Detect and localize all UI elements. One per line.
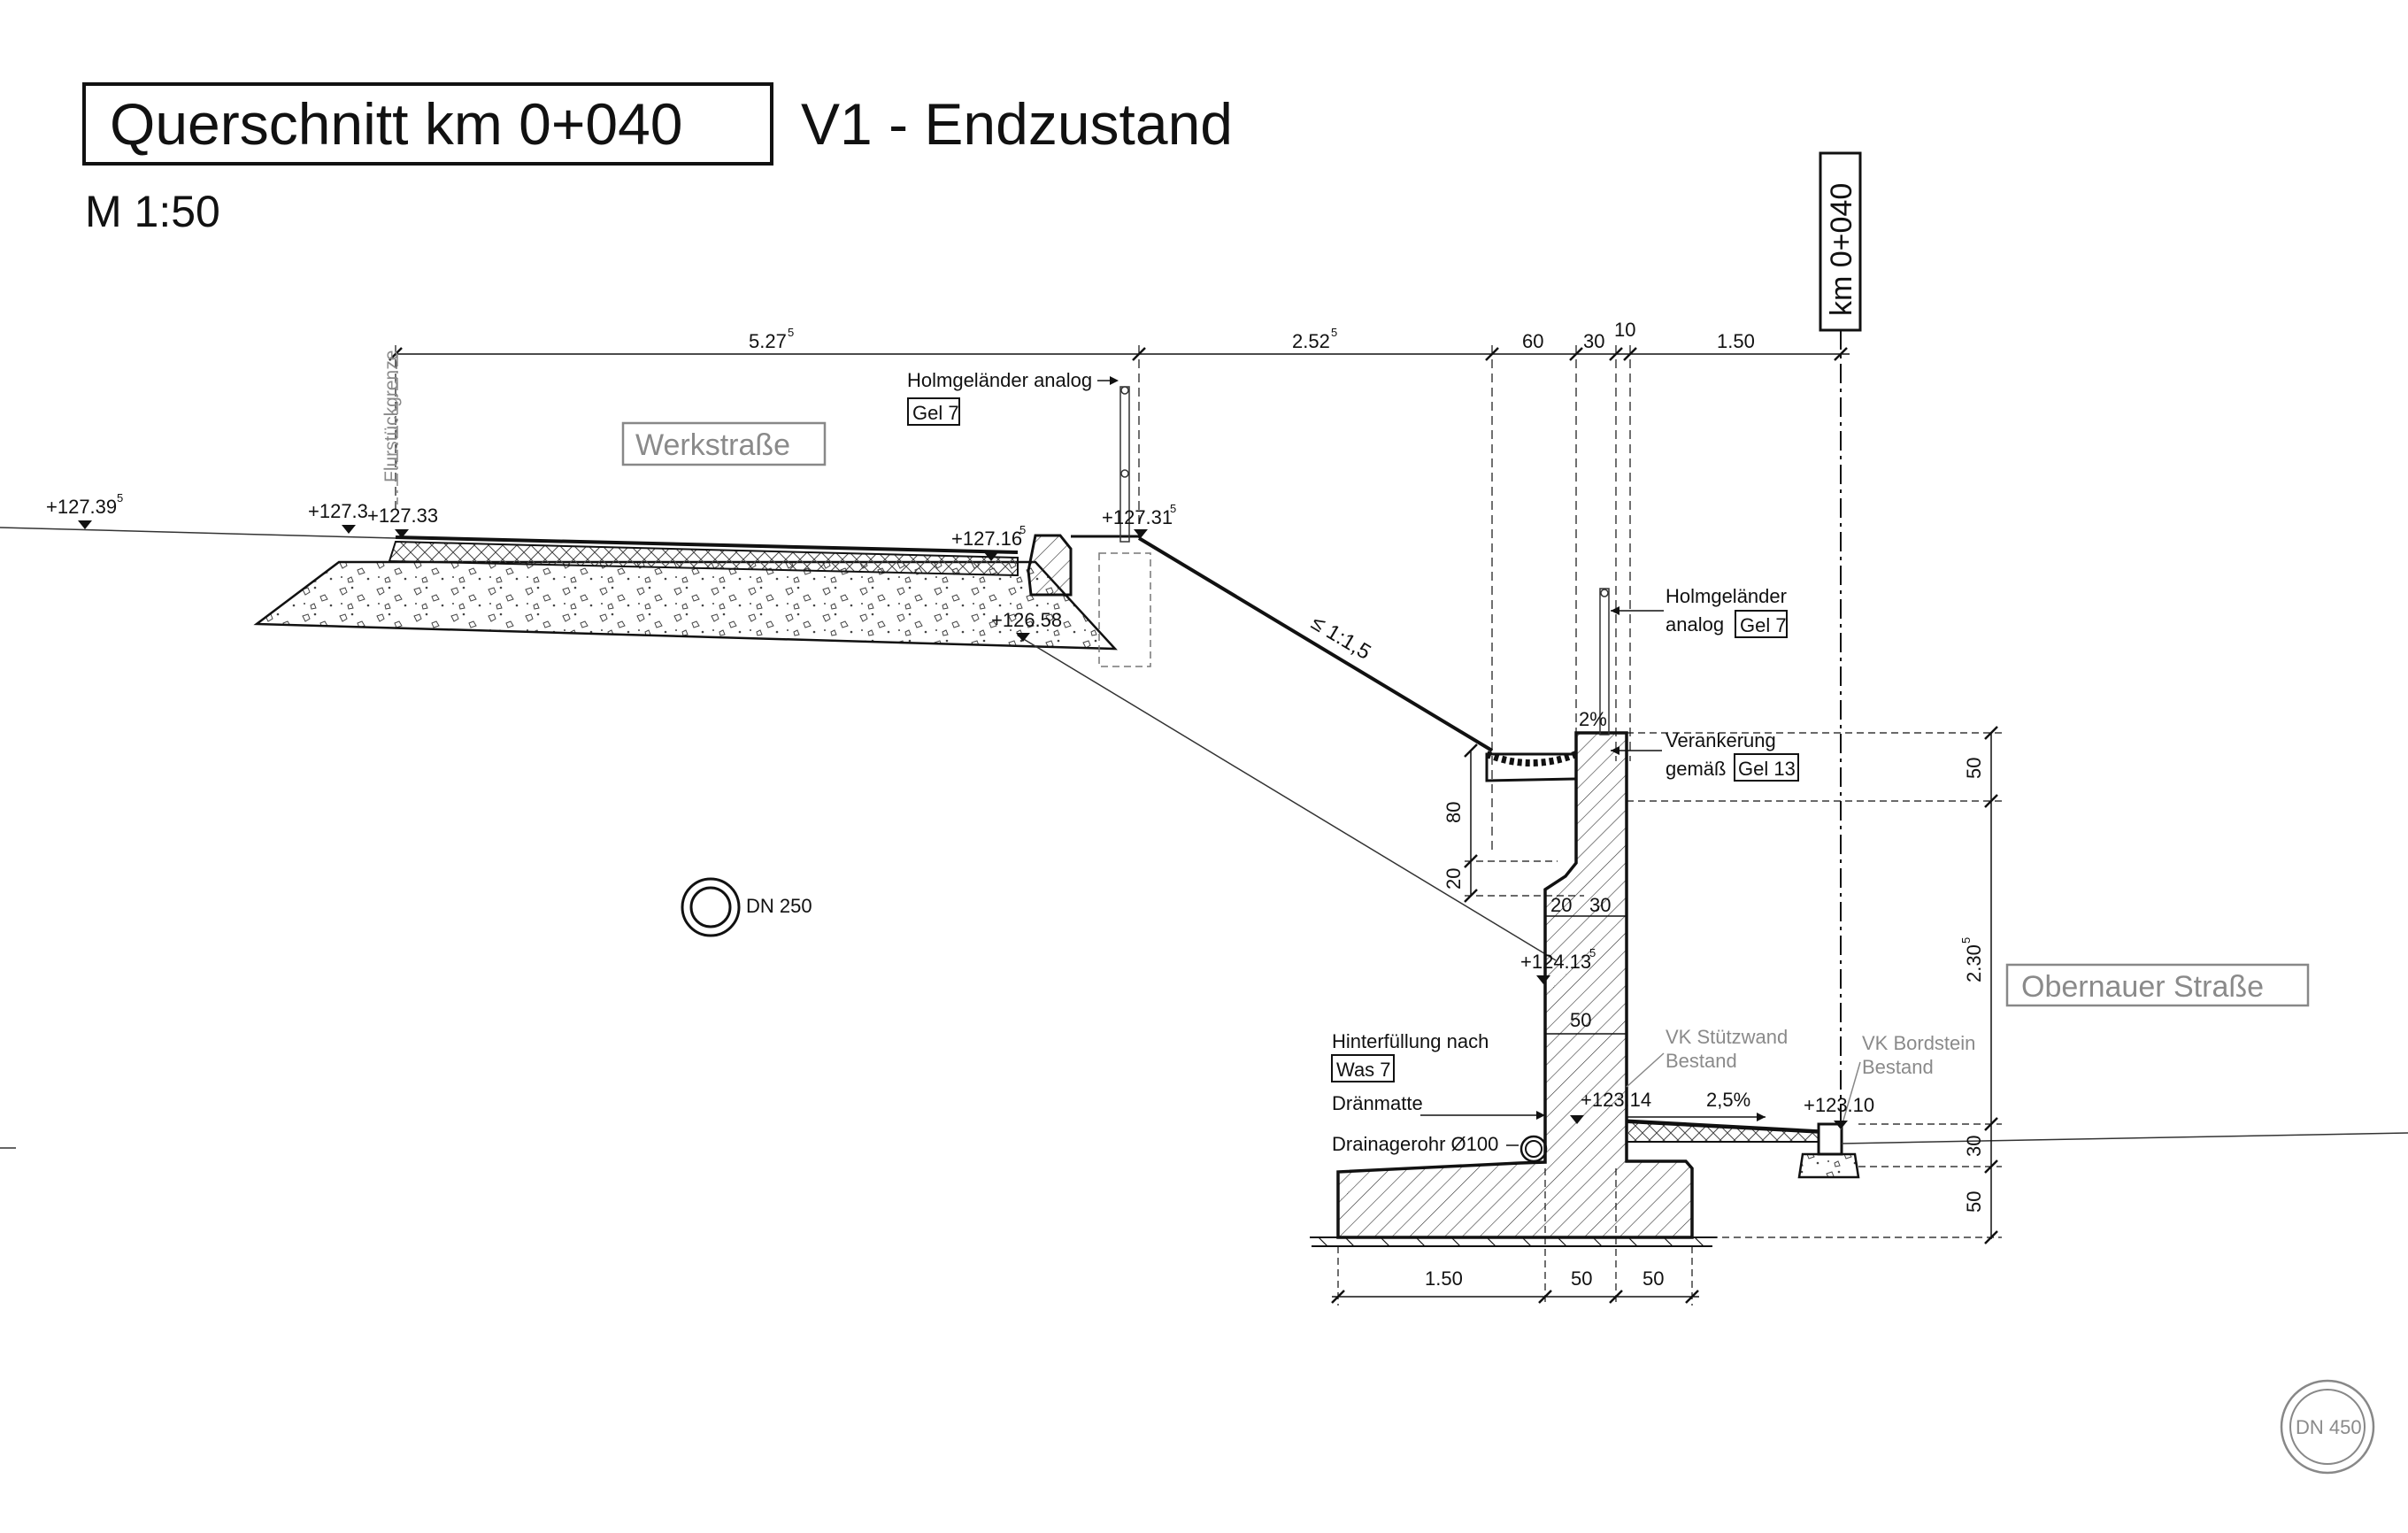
backfill-label: Hinterfüllung nach	[1332, 1030, 1489, 1052]
level-1-sup: 5	[117, 491, 123, 505]
wall-dimensions: 80 20 20 30 50	[1442, 743, 1627, 1035]
level-1: +127.39	[46, 496, 117, 518]
dim-right-3: 30	[1963, 1136, 1985, 1157]
level-3: +127.33	[367, 505, 438, 527]
pipe-dn450-label: DN 450	[2296, 1416, 2362, 1438]
vk-wall-label-1: VK Stützwand	[1666, 1026, 1788, 1048]
asphalt-layer	[388, 540, 1019, 577]
curb-stone-left	[1027, 534, 1073, 597]
dim-top-6: 1.50	[1717, 330, 1755, 352]
slope-line	[1137, 536, 1494, 752]
level-4-sup: 5	[1019, 523, 1026, 536]
excavation-line	[1017, 635, 1557, 961]
railing-wall-ref: Gel 7	[1740, 614, 1787, 636]
vk-annotations: VK Stützwand Bestand VK Bordstein Bestan…	[1626, 1026, 1975, 1130]
level-4: +127.16	[951, 528, 1022, 550]
wall-annotations: Hinterfüllung nach Was 7 Dränmatte Drain…	[1331, 1030, 1545, 1155]
obernauer-road: 2,5%	[0, 1089, 2408, 1179]
terrain-line-right	[1841, 1132, 2408, 1144]
embankment-slope: ≤ 1:1,5	[1017, 536, 1557, 961]
anchorage-ref: Gel 13	[1738, 758, 1796, 780]
pipe-dn450: DN 450	[2280, 1379, 2375, 1475]
vk-curb-label-2: Bestand	[1862, 1056, 1934, 1078]
level-markers: +127.39 5 +127.3 +127.33 +127.16 5 +127.…	[46, 491, 1874, 1129]
dim-top-1: 5.27	[749, 330, 787, 352]
dim-wall-w50: 50	[1570, 1009, 1591, 1031]
level-7: +124.13	[1520, 951, 1591, 973]
dim-bottom-3: 50	[1643, 1267, 1664, 1290]
variant-title: V1 - Endzustand	[801, 91, 1233, 157]
dim-wall-w20: 20	[1550, 894, 1572, 916]
level-6: +126.58	[991, 609, 1062, 631]
top-dimension-chain: 5.27 5 2.52 5 60 30 10 1.50	[389, 319, 1850, 850]
title-box	[82, 82, 773, 166]
anchorage-annotation: Verankerung gemäß Gel 13	[1611, 729, 1799, 782]
bottom-dimension-chain: 1.50 50 50	[1331, 1168, 1699, 1306]
slope-label: ≤ 1:1,5	[1307, 611, 1375, 665]
level-8: +123.14	[1581, 1089, 1651, 1111]
level-9: +123.10	[1804, 1094, 1874, 1116]
dim-right-4: 50	[1963, 1191, 1985, 1213]
dim-right-2: 2.30	[1963, 944, 1985, 982]
backfill-ref: Was 7	[1336, 1059, 1391, 1081]
dim-bottom-1: 1.50	[1425, 1267, 1463, 1290]
dim-wall-w30: 30	[1589, 894, 1611, 916]
level-7-sup: 5	[1589, 946, 1596, 959]
railing-top-label: Holmgeländer analog	[907, 369, 1092, 391]
station-label: km 0+040	[1825, 183, 1858, 316]
dim-wall-80: 80	[1442, 802, 1465, 823]
drain-pipe-label: Drainagerohr Ø100	[1332, 1133, 1498, 1155]
road-surface-line	[395, 535, 1019, 554]
drainage-mat-label: Dränmatte	[1332, 1092, 1423, 1114]
dim-wall-20: 20	[1442, 868, 1465, 890]
railing-top: Holmgeländer analog Gel 7	[907, 369, 1130, 543]
gutter-channel	[1485, 752, 1578, 782]
level-5-sup: 5	[1170, 502, 1176, 515]
terrain-line-left	[0, 527, 396, 539]
railing-wall-label-1: Holmgeländer	[1666, 585, 1787, 607]
dim-top-1-sup: 5	[788, 326, 794, 339]
dim-top-4: 30	[1583, 330, 1604, 352]
werkstrasse-label-box: Werkstraße	[621, 421, 827, 466]
level-5: +127.31	[1102, 506, 1173, 528]
werkstrasse-road-body	[0, 527, 1151, 667]
title-block: Querschnitt km 0+040 V1 - Endzustand M 1…	[82, 82, 1233, 236]
drain-pipe	[1519, 1135, 1548, 1163]
parcel-boundary-label: Flurstückgrenze	[381, 351, 402, 482]
railing-wall-label-2: analog	[1666, 613, 1724, 636]
slope-2-label: 2%	[1579, 708, 1607, 730]
dim-top-5: 10	[1614, 319, 1635, 341]
anchorage-label-2: gemäß	[1666, 758, 1726, 780]
retaining-wall	[1310, 731, 1717, 1247]
railing-foundation	[1098, 552, 1151, 667]
railing-top-ref: Gel 7	[912, 402, 959, 424]
railing-wall: Holmgeländer analog Gel 7 2%	[1579, 585, 1788, 736]
curb-foundation	[1797, 1152, 1860, 1179]
scale-label: M 1:50	[85, 187, 220, 236]
obernauer-label: Obernauer Straße	[2021, 970, 2264, 1004]
parcel-boundary: Flurstückgrenze	[381, 351, 402, 505]
vk-curb-label-1: VK Bordstein	[1862, 1032, 1975, 1054]
curb-stone-right	[1817, 1122, 1843, 1156]
wall-body	[1336, 731, 1694, 1239]
slope-25-label: 2,5%	[1706, 1089, 1750, 1111]
dim-top-3: 60	[1522, 330, 1543, 352]
dim-right-2-sup: 5	[1959, 937, 1973, 944]
dim-bottom-2: 50	[1571, 1267, 1592, 1290]
dim-top-2-sup: 5	[1331, 326, 1337, 339]
dim-top-2: 2.52	[1292, 330, 1330, 352]
right-dimension-chain: 50 2.30 5 30 50	[1627, 726, 2002, 1244]
pipe-dn250: DN 250	[681, 877, 812, 937]
vk-wall-label-2: Bestand	[1666, 1050, 1737, 1072]
obernauer-label-box: Obernauer Straße	[2005, 963, 2310, 1007]
level-2: +127.3	[308, 500, 368, 522]
werkstrasse-label: Werkstraße	[635, 428, 790, 462]
section-title: Querschnitt km 0+040	[110, 91, 683, 157]
station-marker: km 0+040	[1819, 151, 1862, 1142]
dim-right-1: 50	[1963, 758, 1985, 779]
pipe-dn250-label: DN 250	[746, 895, 812, 917]
gutter-cobble	[1485, 751, 1578, 766]
